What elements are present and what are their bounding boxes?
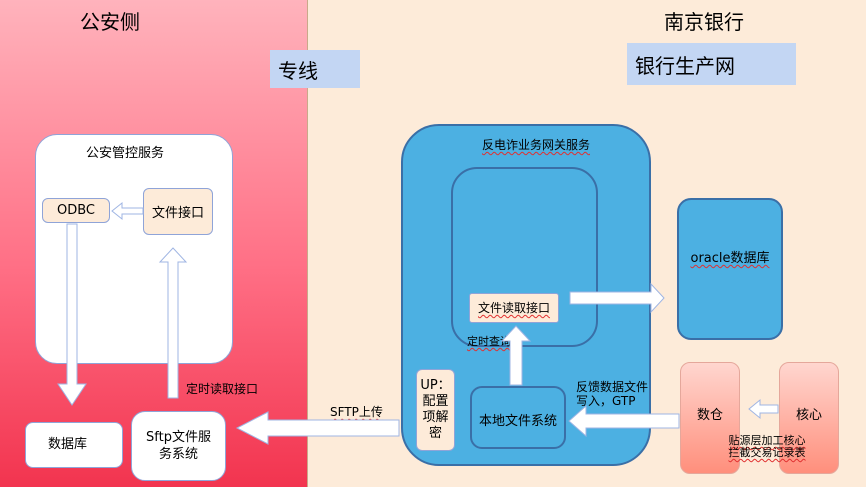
file-interface-text: 文件接口 — [151, 206, 204, 221]
up-config-text: UP：配置项解密 — [420, 378, 451, 441]
oracle-db-box: oracle数据库 — [677, 198, 783, 340]
odbc-box: ODBC — [42, 198, 110, 223]
bank-network-text: 银行生产网 — [635, 53, 735, 78]
timed-read-label: 定时读取接口 — [186, 382, 259, 396]
up-config-box: UP：配置项解密 — [416, 369, 455, 451]
sftp-upload-label: SFTP上传 — [330, 405, 383, 419]
sftp-system-text: Sftp文件服务系统 — [146, 430, 211, 462]
dedicated-line-label: 专线 — [270, 50, 360, 88]
bank-zone-title: 南京银行 — [664, 10, 744, 34]
arrow-file-read-to-oracle — [569, 282, 665, 314]
timed-query-text: 定时查询 — [467, 335, 511, 348]
arrow-warehouse-to-local — [568, 404, 680, 438]
database-text: 数据库 — [48, 437, 88, 452]
gateway-title: 反电诈业务网关服务 — [476, 137, 596, 153]
core-text: 核心 — [796, 408, 823, 423]
file-read-interface-text: 文件读取接口 — [477, 301, 550, 315]
police-zone-title: 公安侧 — [80, 10, 140, 34]
arrow-odbc-to-database — [57, 223, 87, 406]
bank-network-label: 银行生产网 — [627, 43, 796, 85]
core-note: 贴源层加工核心拦截交易记录表 — [724, 435, 810, 459]
arrow-sftp-to-file-interface — [158, 247, 188, 399]
core-box — [779, 362, 839, 474]
arrow-file-to-odbc — [111, 201, 144, 221]
odbc-text: ODBC — [56, 203, 95, 218]
arrow-local-to-file-read — [500, 325, 532, 386]
file-read-interface-box: 文件读取接口 — [469, 293, 559, 323]
gateway-title-text: 反电诈业务网关服务 — [481, 138, 590, 152]
local-file-system-box: 本地文件系统 — [470, 386, 566, 449]
local-file-system-text: 本地文件系统 — [478, 414, 557, 429]
arrow-gateway-to-sftp — [235, 411, 400, 445]
gateway-inner-service — [451, 167, 598, 347]
data-warehouse-text: 数仓 — [697, 408, 724, 423]
data-warehouse-box — [680, 362, 740, 474]
sftp-system-box: Sftp文件服务系统 — [131, 411, 226, 481]
feedback-label: 反馈数据文件写入，GTP — [576, 380, 649, 408]
file-interface-box: 文件接口 — [143, 188, 213, 235]
timed-query-label: 定时查询 — [467, 333, 511, 349]
oracle-db-text: oracle数据库 — [690, 251, 770, 266]
police-control-title: 公安管控服务 — [86, 146, 165, 161]
dedicated-line-text: 专线 — [278, 58, 318, 83]
arrow-core-to-warehouse — [748, 398, 779, 420]
core-note-text: 贴源层加工核心拦截交易记录表 — [728, 434, 806, 459]
database-box: 数据库 — [25, 422, 123, 468]
